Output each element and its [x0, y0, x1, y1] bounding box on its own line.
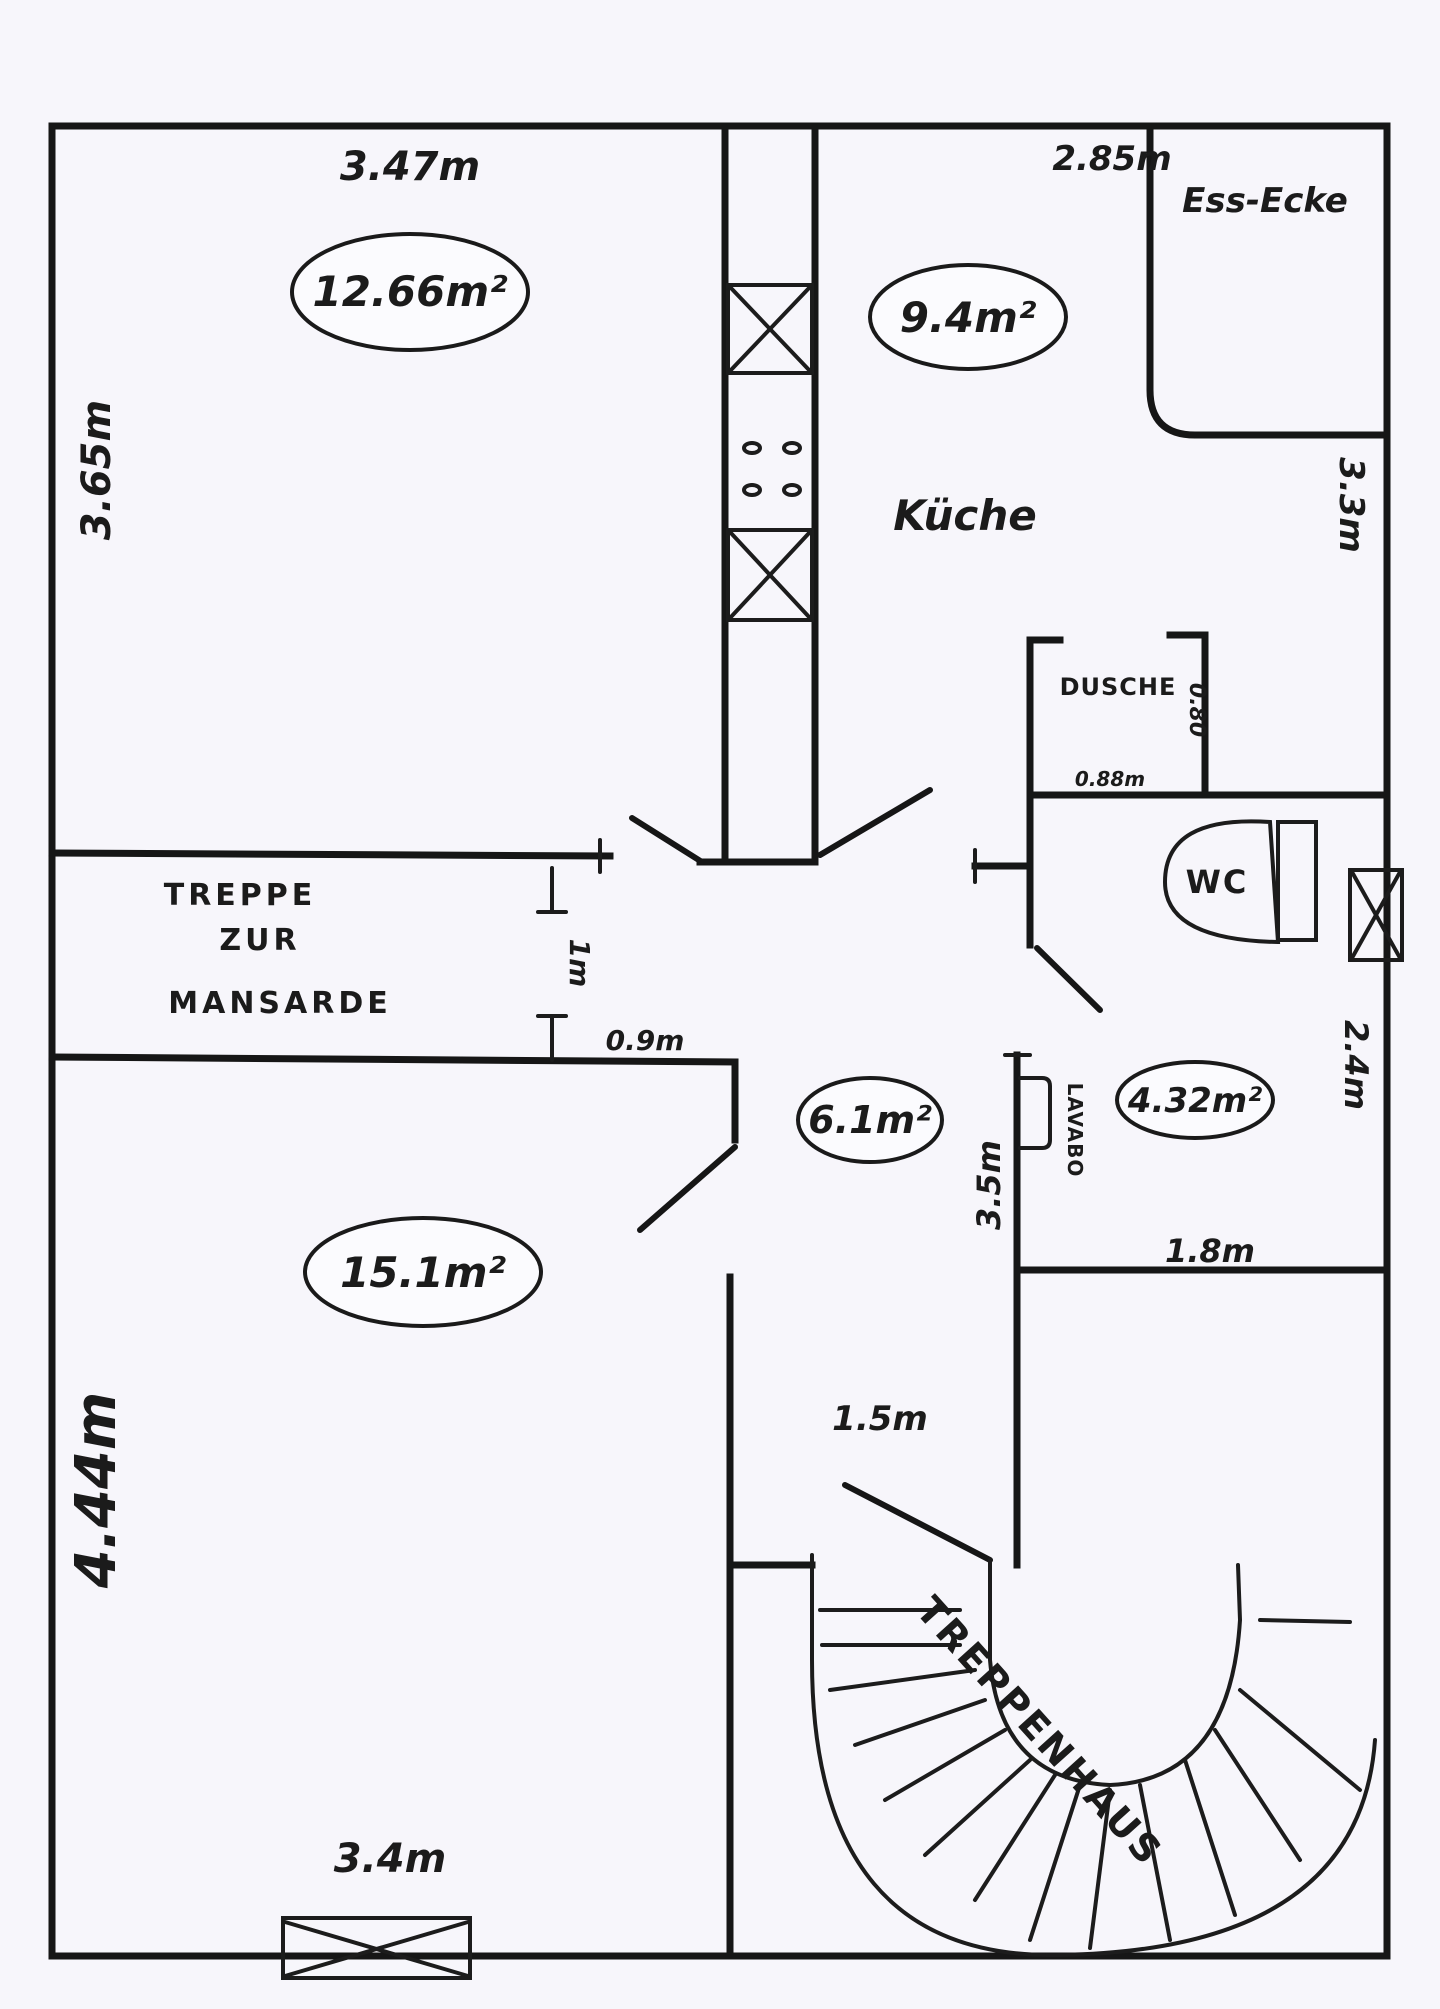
- shower-label: DUSCHE: [1060, 673, 1177, 701]
- dim-shower-width: 0.88m: [1075, 767, 1145, 791]
- area-oval-hallway: [796, 1076, 944, 1164]
- dim-kitchen-height: 3.3m: [1331, 457, 1371, 553]
- dim-bath-width: 1.8m: [1165, 1232, 1255, 1270]
- doors: [629, 787, 1103, 1563]
- attic-stair-label-1: TREPPE: [164, 878, 317, 913]
- dim-top-left-height: 3.65m: [74, 400, 120, 540]
- door-top-room: [629, 815, 705, 865]
- wc-label: WC: [1186, 863, 1249, 901]
- attic-stair-label-3: MANSARDE: [168, 986, 392, 1021]
- interior-walls: [48, 122, 1391, 1960]
- dim-shower-depth: 0.80: [1184, 683, 1209, 737]
- stove-icon: [742, 441, 802, 497]
- area-oval-bath: [1115, 1060, 1275, 1140]
- dim-hallway-length: 3.5m: [970, 1140, 1008, 1230]
- door-bottom-room: [637, 1144, 738, 1233]
- window-bath-icon: [1348, 868, 1404, 962]
- area-hallway: 6.1m²: [808, 1098, 932, 1142]
- cross-line: [1350, 870, 1402, 960]
- area-oval-bottom-left: [303, 1216, 543, 1328]
- fridge-cabinet-icon: [726, 528, 814, 622]
- stair-inner-arc: [988, 1558, 1243, 1788]
- window-bottom-icon: [281, 1916, 472, 1980]
- stairwell-label: TREPPENHAUS: [908, 1588, 1172, 1874]
- dim-bath-height: 2.4m: [1337, 1020, 1375, 1110]
- dim-dining-width: 2.85m: [1052, 139, 1171, 179]
- sink-label: LAVABO: [1063, 1083, 1087, 1178]
- wall-room-attic: [48, 849, 614, 860]
- shower-walls: [1026, 631, 1209, 799]
- windows: [281, 868, 1404, 1980]
- stair-outer-arc: [810, 1553, 1377, 1958]
- area-bath: 4.32m²: [1127, 1081, 1262, 1121]
- sink-cabinet-icon: [726, 283, 814, 375]
- exterior-wall: [48, 122, 1391, 1960]
- wc-icon: [1162, 819, 1318, 945]
- outer-walls: [48, 122, 1391, 1960]
- area-bottom-left: 15.1m²: [340, 1248, 506, 1297]
- dim-attic-depth: 1m: [563, 939, 596, 988]
- sink-icon: [1018, 1076, 1052, 1150]
- area-oval-kitchen: [868, 263, 1068, 371]
- area-oval-top-left: [290, 232, 530, 352]
- attic-stair-label-2: ZUR: [219, 923, 300, 958]
- door-kitchen: [817, 787, 933, 858]
- area-top-left: 12.66m²: [312, 267, 508, 316]
- dim-top-left-width: 3.47m: [340, 144, 480, 190]
- dim-attic-width: 0.9m: [606, 1024, 685, 1057]
- dining-label: Ess-Ecke: [1182, 181, 1348, 221]
- cross-line: [728, 530, 812, 620]
- dim-bottom-left-width: 3.4m: [334, 1836, 447, 1882]
- door-bathroom: [1034, 945, 1103, 1013]
- spiral-staircase: [810, 1553, 1377, 1958]
- door-stairwell: [842, 1482, 993, 1563]
- wall-attic-bottomroom: [48, 1053, 739, 1066]
- kitchen-label: Küche: [893, 491, 1036, 540]
- cross-line: [728, 285, 812, 373]
- dim-bottom-left-height: 4.44m: [64, 1392, 129, 1590]
- dining-corner-wall: [1146, 128, 1391, 439]
- kitchen-counter: [726, 283, 814, 622]
- dim-hallway-width: 1.5m: [832, 1399, 928, 1439]
- area-kitchen: 9.4m²: [900, 293, 1037, 342]
- cross-line: [283, 1920, 470, 1978]
